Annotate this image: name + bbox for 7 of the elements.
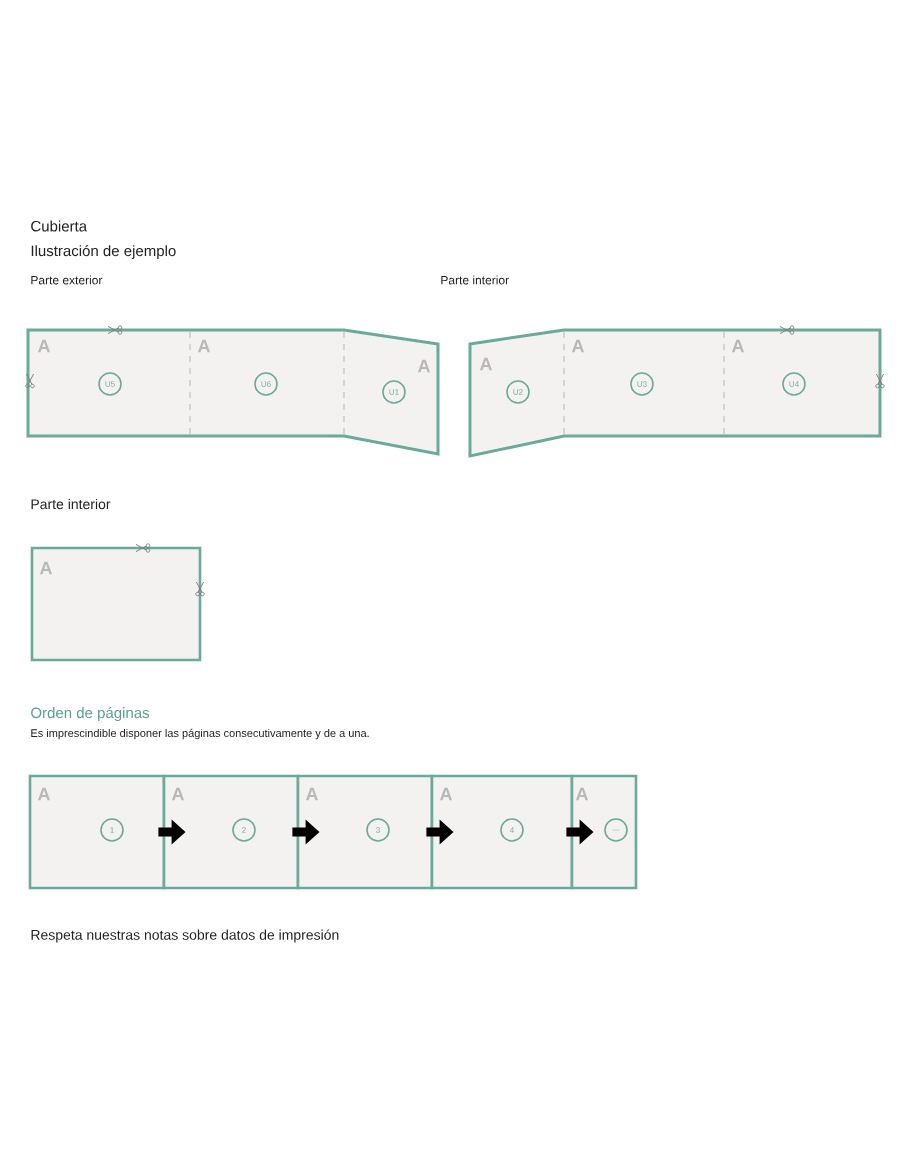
node-label: A — [37, 339, 51, 353]
node-label: A — [417, 359, 431, 373]
node-label: A — [571, 339, 584, 353]
page-panel: A — [30, 546, 202, 662]
node-label: A — [197, 339, 211, 353]
node-label: A — [479, 357, 493, 371]
node-label: A — [731, 339, 744, 353]
